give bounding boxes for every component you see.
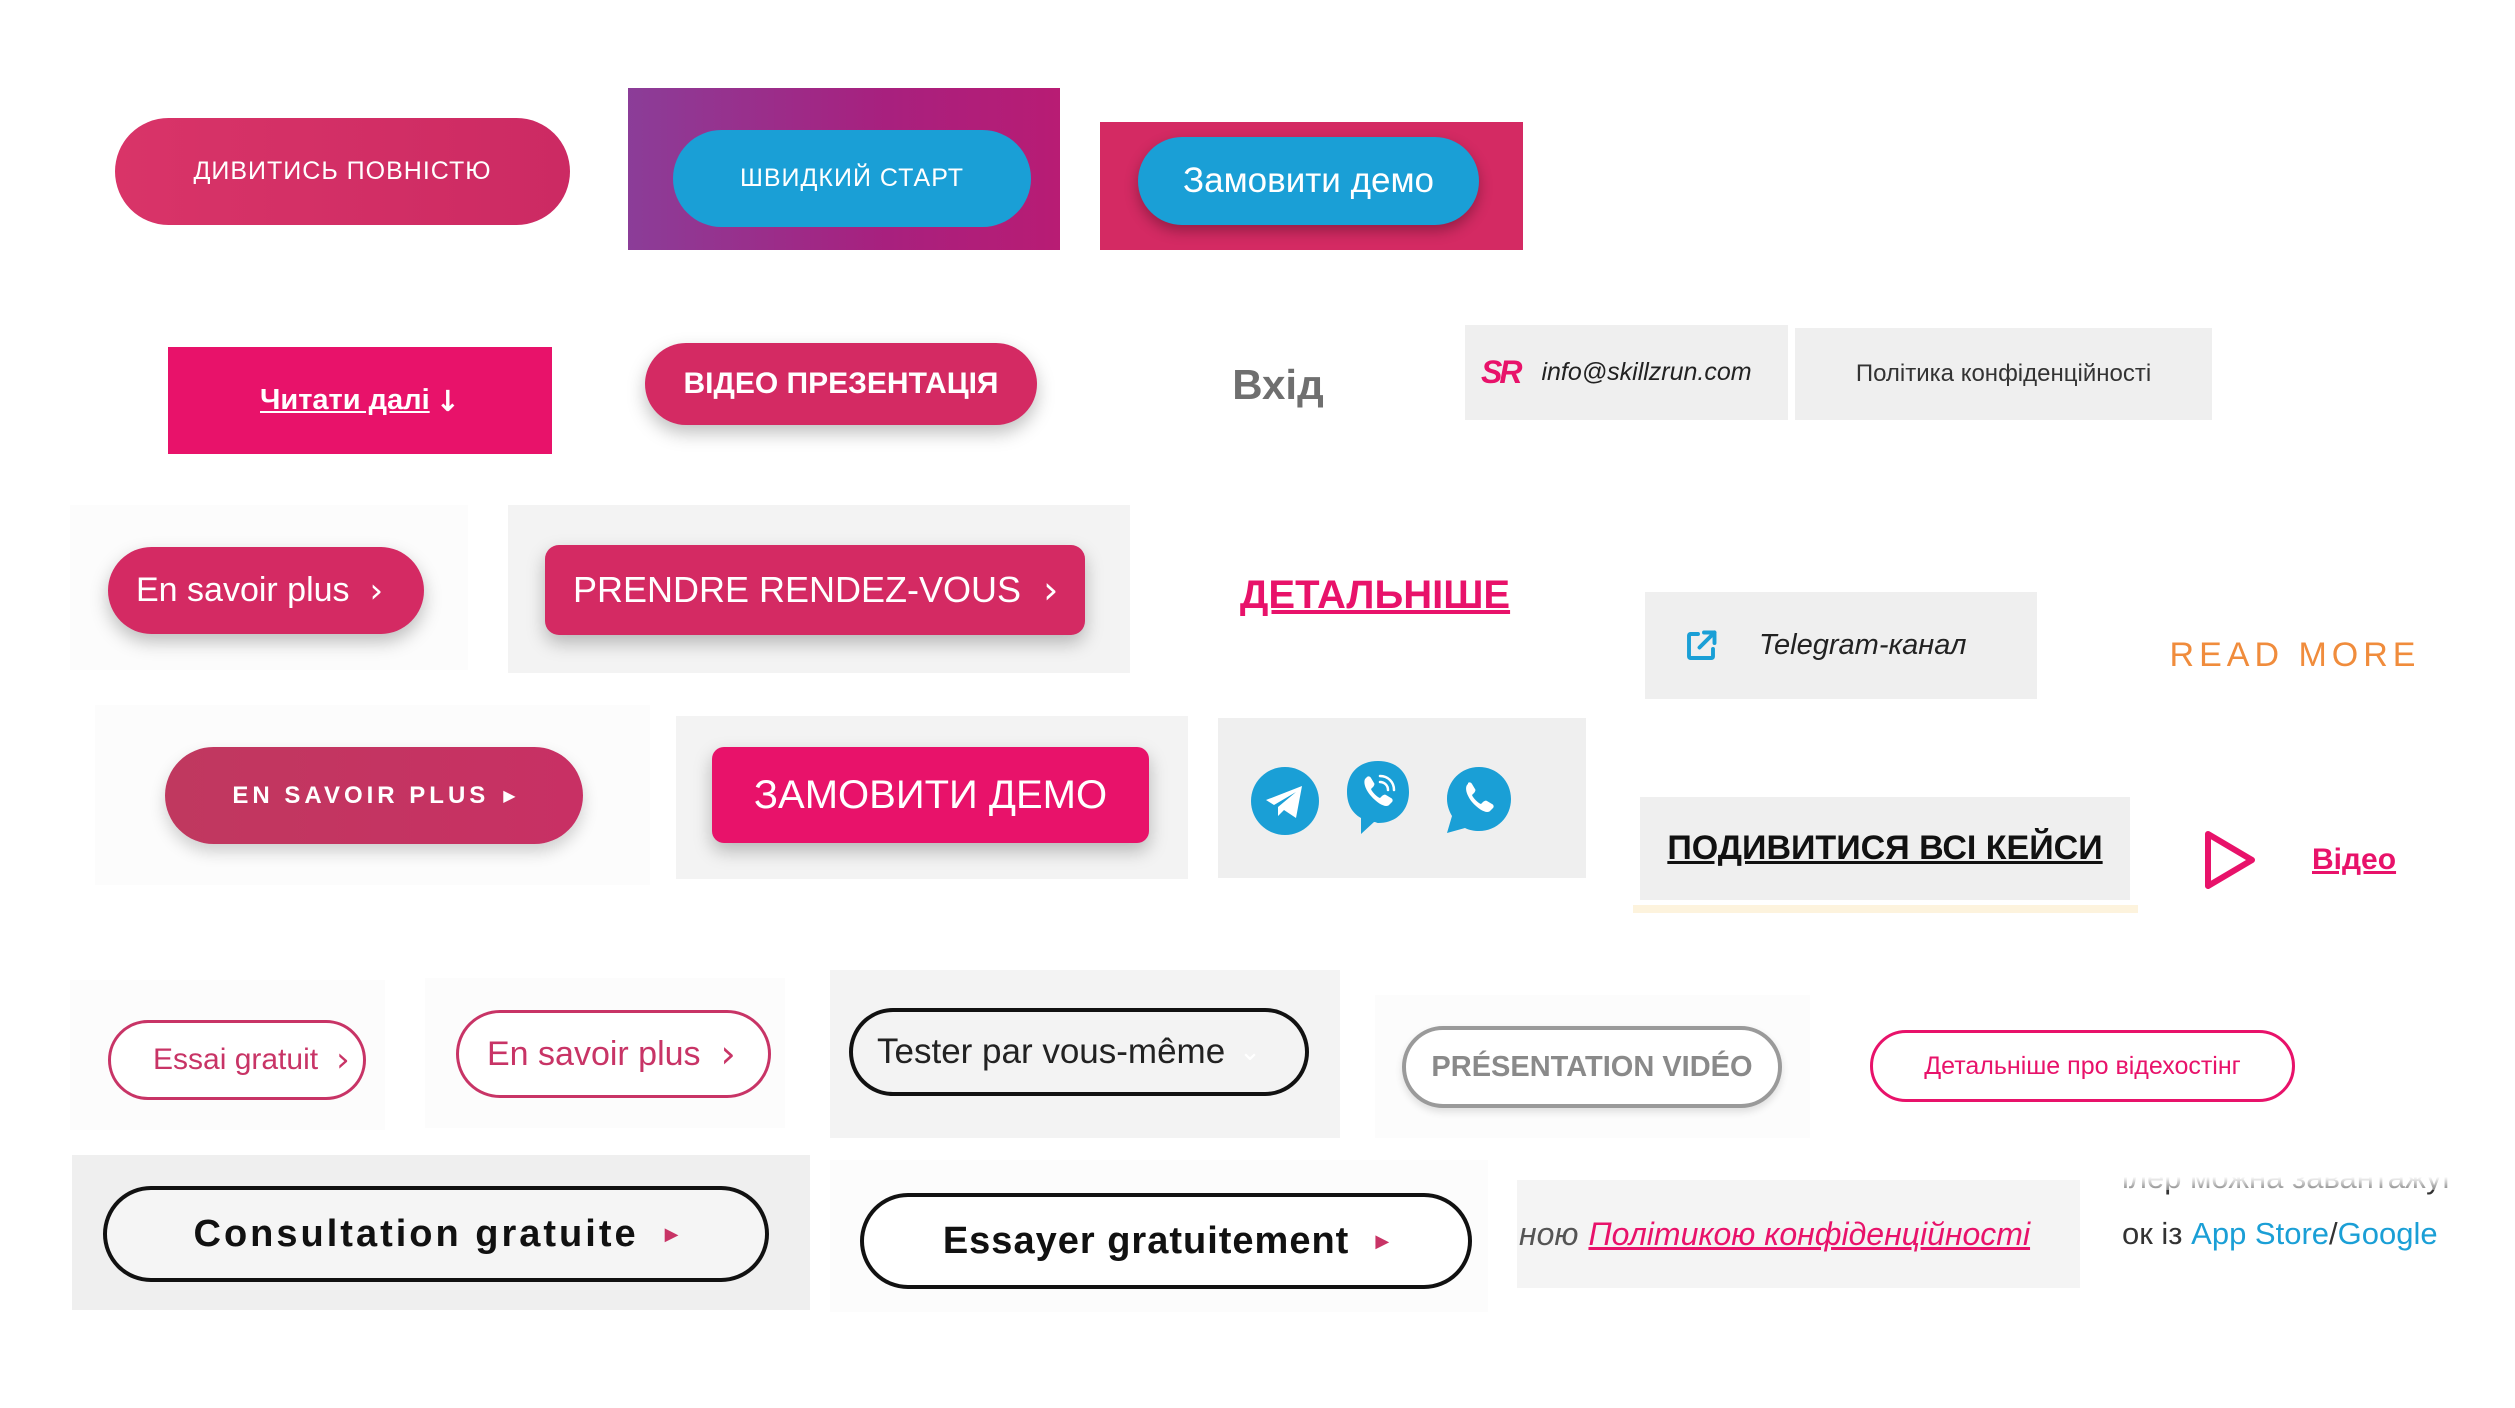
privacy-policy-label: Політика конфіденційності [1855,360,2152,387]
essai-gratuit-button[interactable]: Essai gratuit › [108,1020,366,1100]
quick-start-label: ШВИДКИЙ СТАРТ [739,164,965,192]
play-icon [2200,828,2260,892]
google-link[interactable]: Google [2337,1216,2438,1251]
view-all-cases-button[interactable]: ПОДИВИТИСЯ ВСІ КЕЙСИ [1640,797,2130,900]
external-link-icon [1683,628,1719,664]
read-more-label: Читати далі [260,384,430,416]
video-link-label: Відео [2312,843,2397,876]
consultation-gratuite-button[interactable]: Consultation gratuite ▶ [103,1186,769,1282]
caret-right-icon: ▶ [503,786,516,805]
hosting-details-button[interactable]: Детальніше про відехостінг [1870,1030,2295,1102]
app-separator: / [2329,1216,2338,1251]
hosting-details-label: Детальніше про відехостінг [1924,1051,2241,1080]
en-savoir-plus-button[interactable]: En savoir plus › [108,547,424,634]
presentation-video-label: PRÉSENTATION VIDÉO [1431,1050,1753,1083]
email-text: info@skillzrun.com [1541,358,1752,386]
arrow-down-icon: ↓ [435,383,460,418]
presentation-video-button[interactable]: PRÉSENTATION VIDÉO [1402,1026,1782,1108]
chevron-right-icon: › [336,1040,350,1080]
caret-right-icon-pink: ▶ [1375,1230,1390,1252]
en-savoir-plus-label: En savoir plus [136,571,350,609]
privacy-policy-button[interactable]: Політика конфіденційності [1795,328,2212,420]
essayer-gratuitement-label: Essayer gratuitement [942,1219,1350,1262]
telegram-channel-label: Telegram-канал [1759,629,1967,661]
chevron-down-icon: ⌄ [1239,1037,1261,1067]
telegram-icon[interactable] [1250,766,1320,836]
caret-right-icon-pink: ▶ [664,1223,679,1245]
all-cases-underline [1633,905,2138,913]
privacy-link-snippet: ною Політикою конфіденційності [1517,1180,2080,1288]
prendre-rendez-vous-label: PRENDRE RENDEZ-VOUS [573,569,1022,610]
video-link[interactable]: Відео [2200,820,2490,900]
telegram-channel-button[interactable]: Telegram-канал [1645,592,2037,699]
video-presentation-button[interactable]: ВІДЕО ПРЕЗЕНТАЦІЯ [645,343,1037,425]
login-link[interactable]: Вхід [1212,350,1344,420]
prendre-rendez-vous-button[interactable]: PRENDRE RENDEZ-VOUS › [545,545,1085,635]
tester-par-vous-meme-label: Tester par vous-même [877,1032,1226,1071]
read-more-button[interactable]: Читати далі ↓ [168,347,552,454]
order-demo-button[interactable]: Замовити демо [1138,137,1479,225]
read-more-link-orange[interactable]: READ MORE [2160,625,2430,685]
privacy-policy-link[interactable]: Політикою конфіденційності [1588,1215,2031,1252]
whatsapp-icon[interactable] [1443,764,1515,836]
app-store-link[interactable]: App Store [2191,1216,2330,1251]
en-savoir-plus-caps-button[interactable]: EN SAVOIR PLUS ▶ [165,747,583,844]
read-more-orange-label: READ MORE [2169,635,2421,674]
essayer-gratuitement-button[interactable]: Essayer gratuitement ▶ [860,1193,1472,1289]
view-all-cases-label: ПОДИВИТИСЯ ВСІ КЕЙСИ [1667,829,2103,867]
login-label: Вхід [1232,361,1324,408]
app-store-snippet: ілер можна завантажуї ок із App Store/Go… [2122,1168,2482,1288]
viber-icon[interactable] [1343,758,1413,838]
app-text-prefix: ок із [2122,1216,2183,1251]
skillzrun-logo-icon: SR [1481,354,1522,390]
watch-full-label: ДИВИТИСЬ ПОВНІСТЮ [193,157,492,185]
chevron-right-icon: › [369,570,384,611]
quick-start-button[interactable]: ШВИДКИЙ СТАРТ [673,130,1031,227]
chevron-right-icon: › [1043,568,1059,612]
order-demo-caps-button[interactable]: ЗАМОВИТИ ДЕМО [712,747,1149,843]
email-badge[interactable]: SR info@skillzrun.com [1465,325,1788,420]
en-savoir-plus-outline-label: En savoir plus [487,1034,701,1073]
video-presentation-label: ВІДЕО ПРЕЗЕНТАЦІЯ [683,367,999,400]
essai-gratuit-label: Essai gratuit [153,1043,319,1076]
more-details-link[interactable]: ДЕТАЛЬНІШЕ [1230,560,1520,630]
watch-full-button[interactable]: ДИВИТИСЬ ПОВНІСТЮ [115,118,570,225]
more-details-label: ДЕТАЛЬНІШЕ [1239,572,1511,617]
order-demo-label: Замовити демо [1183,161,1434,200]
policy-prefix-text: ною [1519,1215,1579,1252]
order-demo-caps-label: ЗАМОВИТИ ДЕМО [753,772,1108,817]
chevron-right-icon: › [720,1032,736,1076]
en-savoir-plus-outline-button[interactable]: En savoir plus › [456,1010,771,1098]
consultation-gratuite-label: Consultation gratuite [193,1212,639,1255]
tester-par-vous-meme-button[interactable]: Tester par vous-même ⌄ [849,1008,1309,1096]
en-savoir-plus-caps-label: EN SAVOIR PLUS [232,781,490,809]
